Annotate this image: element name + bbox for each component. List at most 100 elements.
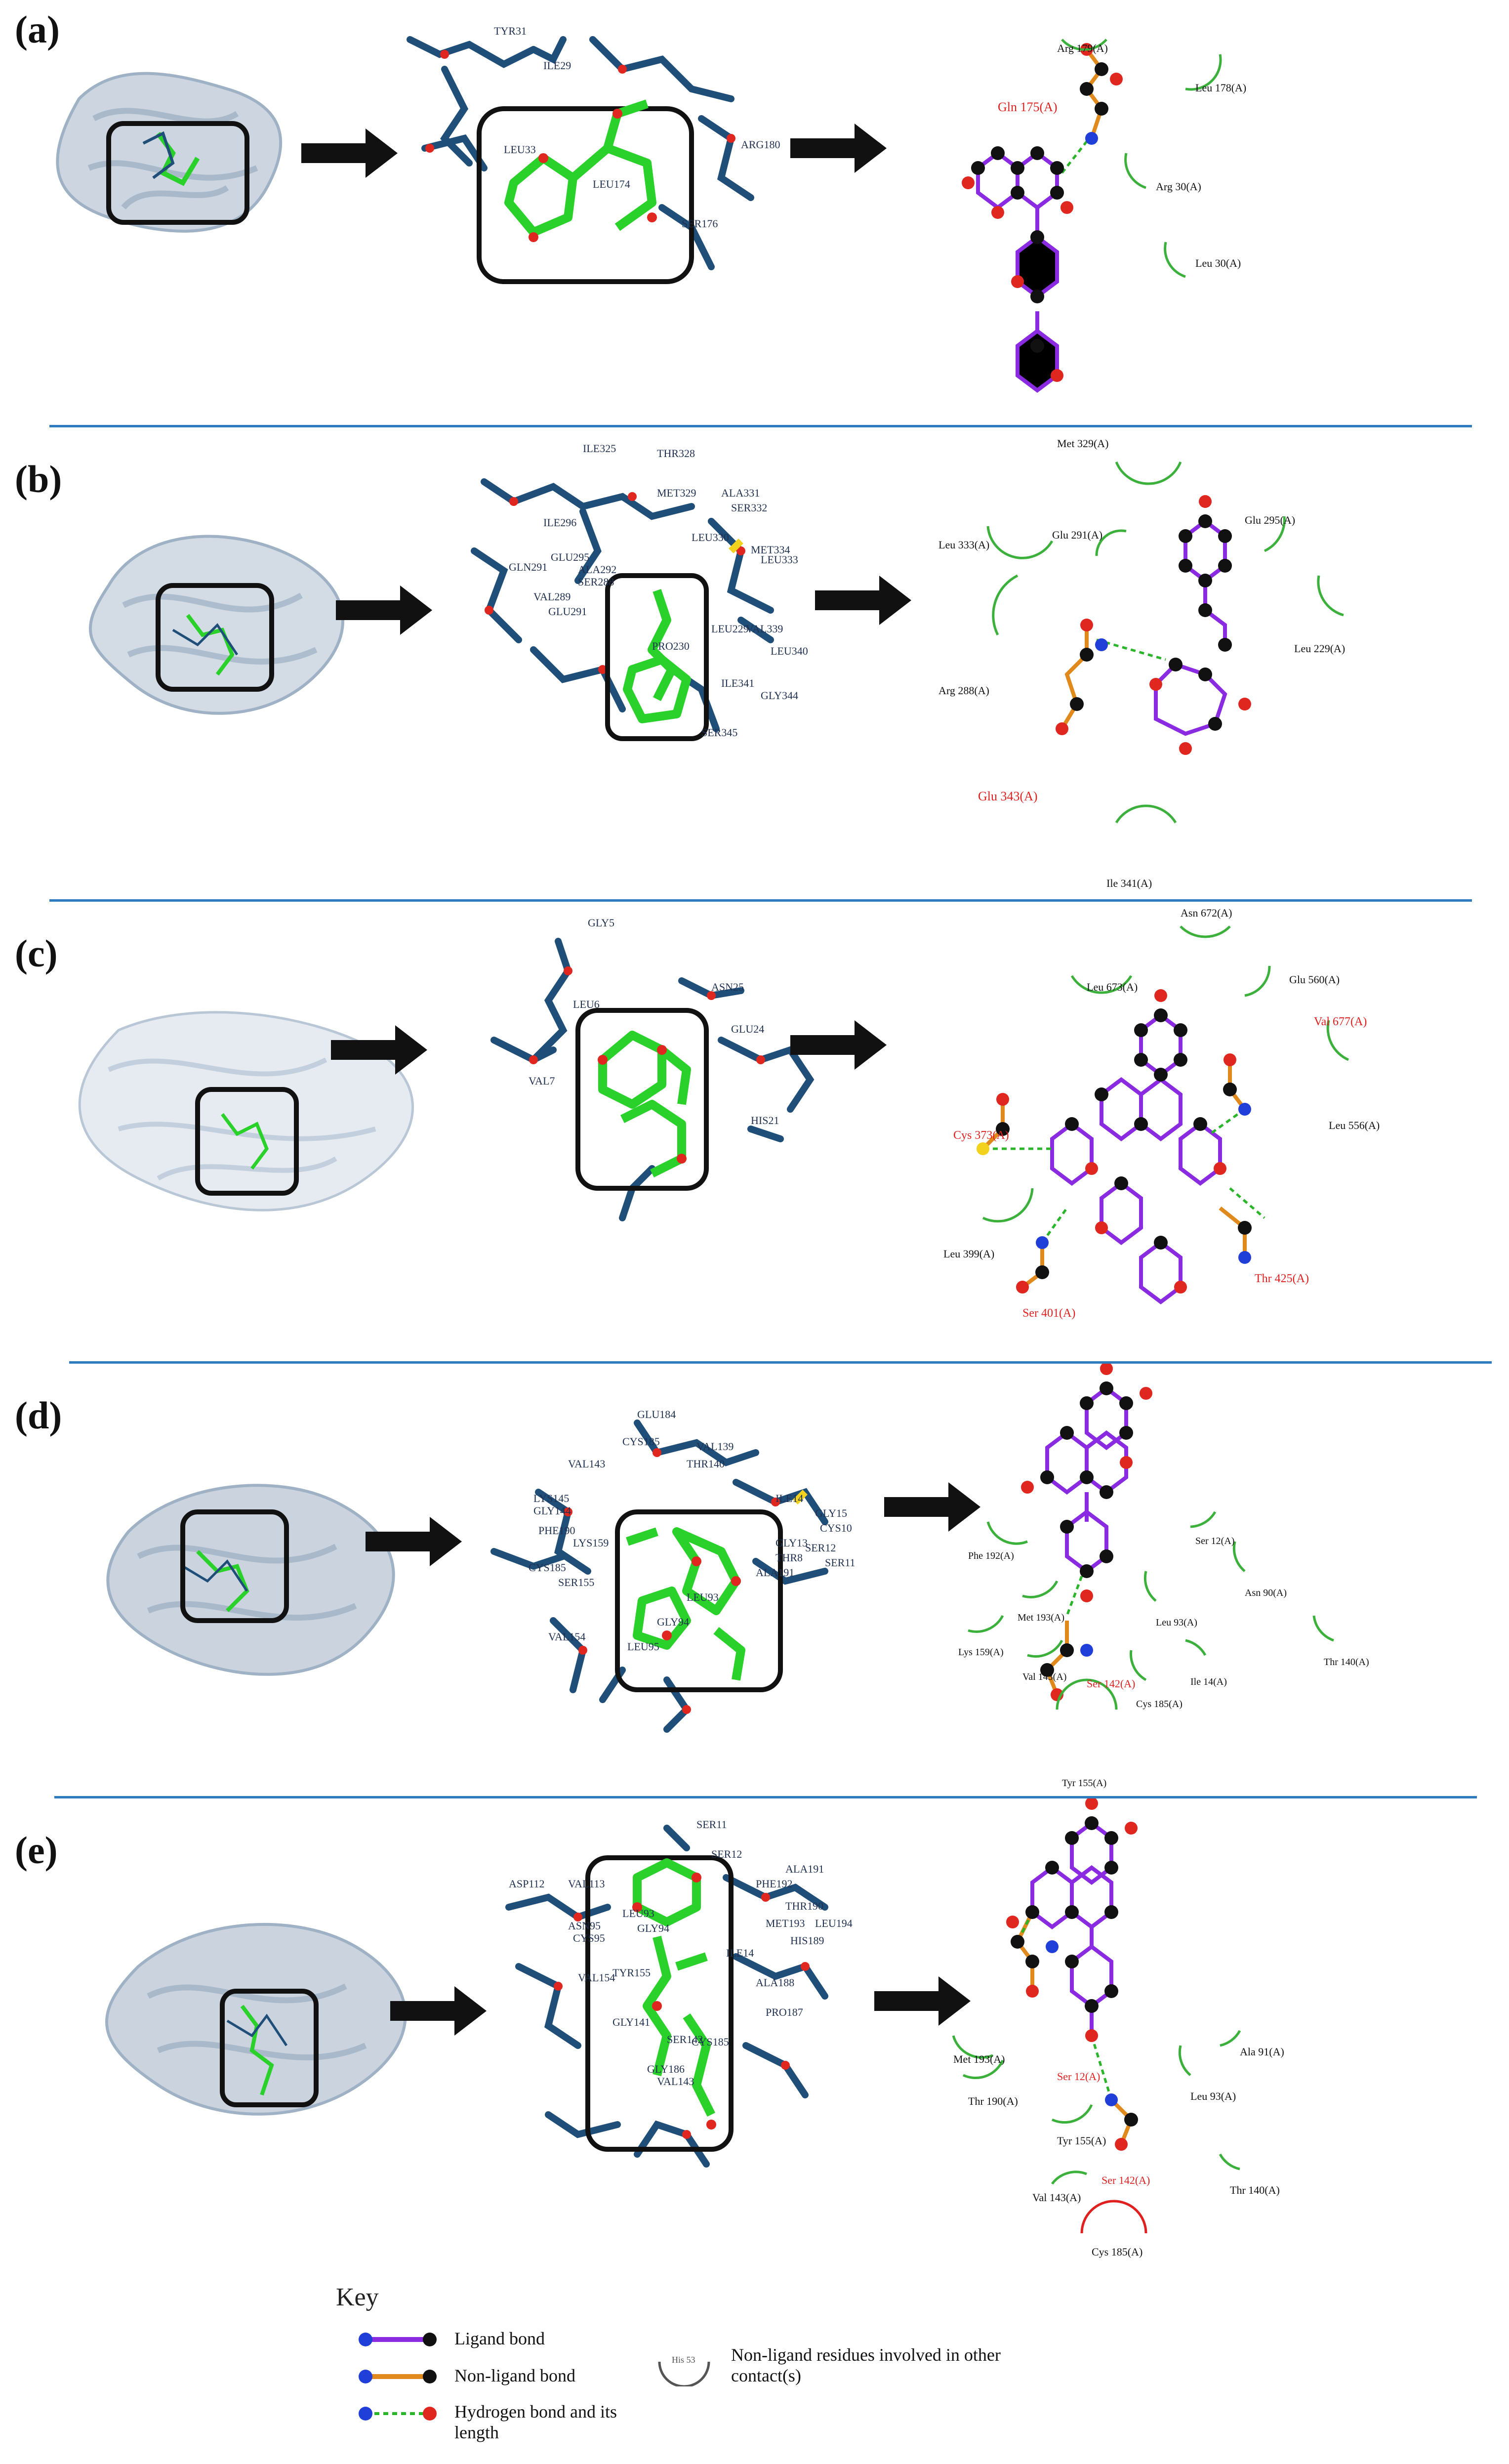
interaction-map: Asn 672(A) Leu 673(A) Glu 560(A) Val 677… — [943, 907, 1380, 1320]
residue-contact: Leu 556(A) — [1329, 1119, 1380, 1131]
key-contact-example: His 53 — [672, 2355, 695, 2365]
residue-label: SER288 — [578, 576, 614, 588]
residue-label: MET334 — [751, 543, 790, 556]
residue-label: GLY5 — [588, 917, 614, 929]
interaction-map: Met 329(A) Leu 333(A) Glu 291(A) Glu 295… — [938, 437, 1345, 889]
residue-label: PRO187 — [766, 2006, 803, 2018]
residue-label: VAL7 — [529, 1075, 555, 1087]
residue-contact: Glu 560(A) — [1289, 973, 1340, 986]
protein-overview — [106, 1484, 395, 1676]
protein-overview — [56, 72, 283, 233]
residue-label: SER11 — [825, 1556, 856, 1569]
arrow-right-icon — [336, 585, 432, 635]
residue-label: SER176 — [682, 217, 718, 230]
residue-label: LEU330 — [692, 531, 729, 543]
ligand-bond-icon — [359, 2333, 437, 2346]
panel-a: (a) TYR31 LEU33 SER17 — [0, 0, 1509, 425]
residue-label: TYR155 — [612, 1966, 651, 1979]
key-hydrogen-bond: Hydrogen bond and its length — [454, 2402, 617, 2442]
residue-contact: Tyr 155(A) — [1062, 1778, 1106, 1789]
residue-label: VAL154 — [548, 1630, 585, 1643]
residue-label: ASN25 — [711, 981, 744, 993]
legend-key: Key Ligand bond Non-ligand bond Hydrogen… — [336, 2283, 1077, 2451]
residue-label: GLU295 — [551, 551, 589, 563]
residue-contact: Leu 673(A) — [1087, 981, 1138, 993]
arrow-right-icon — [301, 128, 398, 178]
binding-site-zoom: ILE325 THR328 MET329 ALA331 SER332 MET33… — [471, 442, 808, 741]
residue-label: SER345 — [701, 726, 737, 739]
residue-contact: Met 193(A) — [953, 2053, 1005, 2065]
binding-site-zoom: SER11 SER12 ASP112 VAL113 ALA191 PHE192 … — [505, 1818, 853, 2168]
residue-label: LEU333 — [761, 553, 798, 566]
panel-label: (b) — [15, 458, 62, 501]
residue-label: ILE325 — [583, 442, 616, 455]
residue-label: ILE14 — [726, 1947, 754, 1959]
residue-contact: Leu 93(A) — [1156, 1617, 1197, 1628]
hydrogen-bond-icon — [359, 2407, 437, 2421]
residue-label: LYS145 — [533, 1492, 569, 1504]
residue-contact: Arg 179(A) — [1057, 42, 1108, 54]
protein-overview — [88, 535, 344, 715]
panel-b: (b) ILE325 THR328 MET329 ALA331 — [0, 427, 1509, 902]
key-contact: Non-ligand residues involved in other co… — [731, 2345, 1001, 2385]
residue-label: GLU291 — [548, 605, 587, 618]
arrow-right-icon — [366, 1517, 462, 1566]
residue-label: MET329 — [657, 487, 696, 499]
residue-label: THR190 — [785, 1900, 823, 1912]
residue-label: THR328 — [657, 447, 695, 459]
residue-label: THR140 — [687, 1458, 725, 1470]
residue-contact: Leu 93(A) — [1190, 2090, 1236, 2102]
residue-contact: Leu 178(A) — [1195, 82, 1246, 94]
residue-label: GLY186 — [647, 2063, 685, 2075]
residue-label: SER12 — [711, 1848, 742, 1860]
residue-label: VAL154 — [578, 1971, 615, 1984]
panel-label: (c) — [15, 932, 58, 975]
protein-overview — [78, 1011, 414, 1211]
residue-contact: Thr 140(A) — [1230, 2184, 1280, 2196]
protein-overview — [105, 1922, 407, 2116]
residue-contact: Met 329(A) — [1057, 437, 1108, 450]
residue-label: LEU229 — [711, 623, 749, 635]
residue-label: SER11 — [696, 1818, 727, 1831]
residue-hbond: Ser 142(A) — [1087, 1677, 1135, 1690]
residue-contact: Lys 159(A) — [958, 1647, 1004, 1658]
residue-label: VAL143 — [568, 1458, 605, 1470]
residue-label: ASN95 — [568, 1920, 601, 1932]
non-ligand-bond-icon — [359, 2370, 437, 2383]
residue-contact: Leu 333(A) — [938, 539, 989, 551]
panel-separator — [69, 1361, 1492, 1364]
residue-contact: Met 193(A) — [1018, 1612, 1064, 1623]
residue-label: ILE296 — [543, 516, 576, 529]
residue-label: CYS95 — [573, 1932, 605, 1944]
residue-contact: Thr 140(A) — [1324, 1657, 1369, 1668]
residue-label: TYR31 — [494, 25, 527, 37]
residue-label: GLY94 — [637, 1922, 669, 1934]
arrow-right-icon — [790, 1020, 887, 1070]
residue-label: GLY144 — [533, 1504, 571, 1517]
residue-label: LEU95 — [627, 1640, 659, 1653]
residue-label: SER155 — [558, 1576, 594, 1588]
residue-hbond: Thr 425(A) — [1255, 1272, 1309, 1285]
residue-contact: Cys 185(A) — [1092, 2246, 1142, 2258]
binding-site-zoom: TYR31 LEU33 SER176 ARG180 ILE29 LEU174 — [407, 25, 780, 284]
residue-hbond: Gln 175(A) — [998, 100, 1058, 114]
panel-label: (d) — [15, 1394, 62, 1437]
residue-hbond: Cys 373(A) — [953, 1129, 1009, 1142]
residue-label: MET193 — [766, 1917, 805, 1929]
residue-label: ILE341 — [721, 677, 754, 689]
panel-label: (a) — [15, 8, 60, 51]
residue-contact: Ser 12(A) — [1195, 1536, 1234, 1546]
residue-label: ALA292 — [578, 563, 616, 576]
panel-e: (e) SER11 SER12 ASP11 — [0, 1798, 1509, 2283]
residue-label: ARG180 — [741, 138, 780, 151]
residue-contact: Val 143(A) — [1022, 1671, 1066, 1682]
residue-contact: Asn 672(A) — [1181, 907, 1232, 919]
residue-contact: Glu 295(A) — [1245, 514, 1295, 526]
arrow-right-icon — [884, 1482, 980, 1532]
residue-label: ALA188 — [756, 1976, 794, 1989]
residue-label: LEU93 — [687, 1591, 719, 1603]
ligand-site — [142, 131, 200, 186]
residue-hbond: Val 677(A) — [1314, 1015, 1367, 1028]
residue-label: ALA191 — [785, 1863, 824, 1875]
residue-label: CYS185 — [529, 1561, 566, 1574]
